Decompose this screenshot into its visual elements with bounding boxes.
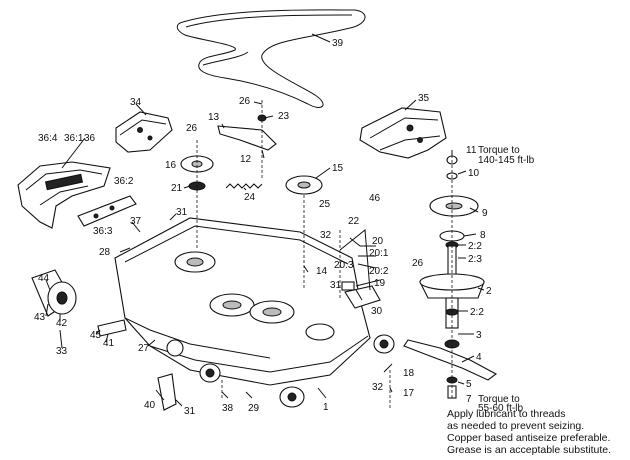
callout-32-b: 32 — [372, 382, 384, 393]
callout-13: 13 — [208, 112, 220, 123]
callout-35: 35 — [418, 93, 430, 104]
callout-2-3: 2:3 — [468, 254, 482, 265]
callout-23: 23 — [278, 111, 290, 122]
leader-lines — [45, 33, 485, 407]
callout-39: 39 — [332, 38, 344, 49]
callout-34: 34 — [130, 97, 142, 108]
callout-20-1: 20:1 — [369, 248, 389, 259]
callout-9: 9 — [482, 208, 488, 219]
callout-10: 10 — [468, 168, 480, 179]
mower-blade — [403, 339, 498, 381]
callout-11: 11 — [466, 145, 477, 156]
callout-28: 28 — [99, 247, 111, 258]
callout-20-3: 20:3 — [334, 260, 354, 271]
callout-8: 8 — [480, 230, 486, 241]
callout-1: 1 — [323, 402, 329, 413]
callout-31-c: 31 — [184, 406, 196, 417]
callout-15: 15 — [332, 163, 344, 174]
callout-14: 14 — [316, 266, 328, 277]
callout-31-a: 31 — [176, 207, 188, 218]
torque-11-line2: 140-145 ft-lb — [478, 155, 535, 166]
callout-42: 42 — [56, 318, 68, 329]
callout-2-2-a: 2:2 — [468, 241, 482, 252]
torque-11-line1: Torque to — [478, 145, 520, 156]
callout-45: 45 — [90, 330, 102, 341]
callout-27: 27 — [138, 343, 150, 354]
callout-25: 25 — [319, 199, 331, 210]
callout-7: 7 — [466, 394, 472, 405]
callout-43: 43 — [34, 312, 46, 323]
callout-20-2: 20:2 — [369, 266, 389, 277]
callout-26-a: 26 — [239, 96, 251, 107]
callout-26-b: 26 — [186, 123, 198, 134]
drive-belt — [176, 9, 366, 108]
callout-32-a: 32 — [320, 230, 332, 241]
callout-33: 33 — [56, 346, 68, 357]
callout-20: 20 — [372, 236, 384, 247]
callout-5: 5 — [466, 379, 472, 390]
callout-44: 44 — [38, 273, 50, 284]
callout-36-3: 36:3 — [93, 226, 113, 237]
note-line-1: Apply lubricant to threads — [447, 408, 566, 420]
callout-21: 21 — [171, 183, 183, 194]
torque-7-line2: 55-60 ft-lb — [478, 403, 523, 414]
callout-36: 36 — [84, 133, 96, 144]
callout-36-2: 36:2 — [114, 176, 134, 187]
callout-2: 2 — [486, 286, 492, 297]
note-line-3: Copper based antiseize preferable. — [447, 432, 611, 444]
callout-22: 22 — [348, 216, 360, 227]
callout-2-2-b: 2:2 — [470, 307, 484, 318]
callout-18: 18 — [403, 368, 415, 379]
callout-19: 19 — [374, 278, 386, 289]
callout-37: 37 — [130, 216, 142, 227]
callout-17: 17 — [403, 388, 415, 399]
torque-7-line1: Torque to — [478, 394, 520, 405]
callout-40: 40 — [144, 400, 156, 411]
callout-24: 24 — [244, 192, 256, 203]
callout-30: 30 — [371, 306, 383, 317]
lubricant-note: Apply lubricant to threads as needed to … — [447, 408, 611, 456]
callout-4: 4 — [476, 352, 482, 363]
callout-3: 3 — [476, 330, 482, 341]
callout-41: 41 — [103, 338, 115, 349]
callout-46: 46 — [369, 193, 381, 204]
callout-26-c: 26 — [412, 258, 424, 269]
callout-29: 29 — [248, 403, 260, 414]
callout-36-4: 36:4 — [38, 133, 58, 144]
belt-cover-right — [359, 107, 447, 159]
callout-38: 38 — [222, 403, 234, 414]
callout-31-b: 31 — [330, 280, 342, 291]
callout-36-1: 36:1 — [64, 133, 84, 144]
callout-12: 12 — [240, 154, 252, 165]
callout-16: 16 — [165, 160, 177, 171]
note-line-4: Grease is an acceptable substitute. — [447, 444, 612, 456]
note-line-2: as needed to prevent seizing. — [447, 420, 585, 432]
